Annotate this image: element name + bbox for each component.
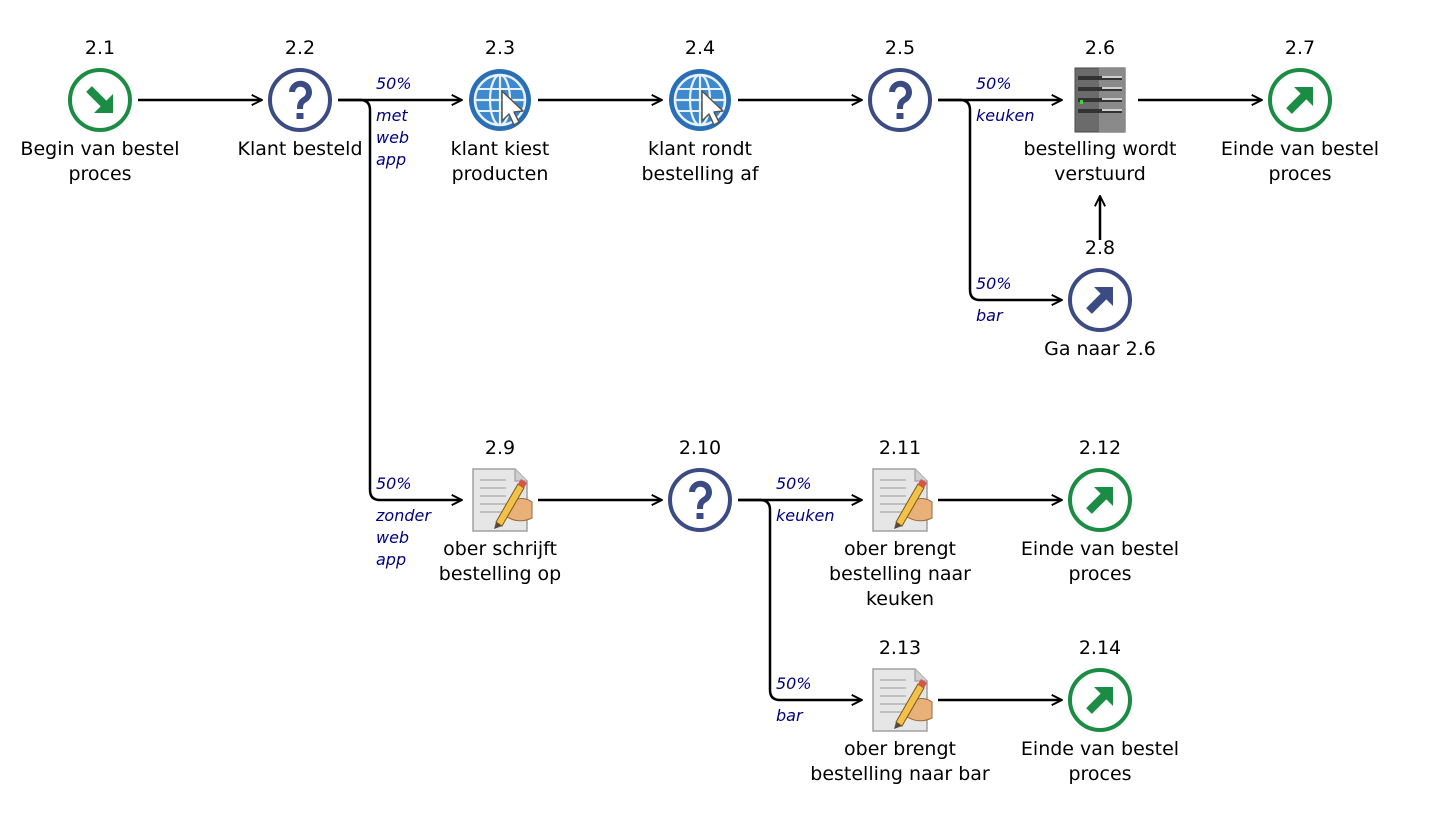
node-number: 2.11 xyxy=(879,437,921,459)
node-label-line: Einde van bestel xyxy=(1221,138,1379,160)
node-2-4: 2.4 klant rondt bestelling af xyxy=(641,37,759,185)
edge-label-line: app xyxy=(376,150,406,169)
question-icon xyxy=(868,68,932,132)
node-2-3: 2.3 klant kiest producten xyxy=(451,37,550,185)
node-label-line: klant rondt xyxy=(648,138,752,160)
node-label-line: bestelling op xyxy=(439,563,561,585)
document-pen-icon xyxy=(872,668,933,732)
node-number: 2.6 xyxy=(1085,37,1115,59)
end-arrow-icon xyxy=(1268,68,1332,132)
start-arrow-icon xyxy=(68,68,132,132)
node-2-13: 2.13 ober brengt bestelling naar bar xyxy=(810,637,990,785)
edge-label-line: 50% xyxy=(776,674,812,693)
edge-label-line: met xyxy=(376,106,408,125)
node-number: 2.5 xyxy=(885,37,915,59)
node-label-line: Einde van bestel xyxy=(1021,738,1179,760)
edge-label-line: app xyxy=(376,550,406,569)
node-label-line: keuken xyxy=(866,588,934,610)
globe-cursor-icon xyxy=(469,69,531,131)
node-label-line: verstuurd xyxy=(1054,163,1146,185)
edge-label-line: 50% xyxy=(376,474,412,493)
node-label-line: bestelling wordt xyxy=(1024,138,1177,160)
question-icon xyxy=(668,468,732,532)
node-label-line: Einde van bestel xyxy=(1021,538,1179,560)
question-icon xyxy=(268,68,332,132)
node-number: 2.2 xyxy=(285,37,315,59)
edge-label-line: keuken xyxy=(976,106,1035,125)
node-2-8: 2.8 Ga naar 2.6 xyxy=(1044,237,1156,360)
node-number: 2.7 xyxy=(1285,37,1315,59)
node-label-line: ober brengt xyxy=(844,538,956,560)
edge-2-10-to-2-11: 50% keuken xyxy=(738,474,862,525)
node-label-line: ober brengt xyxy=(844,738,956,760)
node-label-line: proces xyxy=(1268,163,1331,185)
node-2-10: 2.10 xyxy=(668,437,732,532)
node-number: 2.3 xyxy=(485,37,515,59)
node-number: 2.13 xyxy=(879,637,921,659)
node-number: 2.4 xyxy=(685,37,715,59)
edge-2-2-to-2-9: 50% zonder web app xyxy=(338,98,462,569)
node-2-11: 2.11 ober brengt bestelling naar keuken xyxy=(829,437,971,610)
node-label-line: Ga naar 2.6 xyxy=(1044,338,1156,360)
node-label-line: bestelling af xyxy=(641,163,759,185)
node-label-line: bestelling naar xyxy=(829,563,971,585)
node-label-line: proces xyxy=(68,163,131,185)
node-2-5: 2.5 xyxy=(868,37,932,132)
edge-label-line: bar xyxy=(976,306,1004,325)
edge-2-5-to-2-8: 50% bar xyxy=(938,98,1062,325)
edge-label-line: keuken xyxy=(776,506,835,525)
edge-label-line: 50% xyxy=(376,74,412,93)
node-number: 2.10 xyxy=(679,437,721,459)
node-number: 2.14 xyxy=(1079,637,1121,659)
node-label-line: Klant besteld xyxy=(237,138,362,160)
node-2-9: 2.9 ober schrijft bestelling op xyxy=(439,437,561,585)
edge-label-line: bar xyxy=(776,706,804,725)
node-label-line: klant kiest xyxy=(451,138,550,160)
edge-2-10-to-2-13: 50% bar xyxy=(738,498,862,725)
node-2-6: 2.6 bestelling wordt verstuurd xyxy=(1024,37,1177,185)
edge-label-line: 50% xyxy=(776,474,812,493)
goto-arrow-icon xyxy=(1068,268,1132,332)
edge-label-line: web xyxy=(376,528,409,547)
node-label-line: proces xyxy=(1068,763,1131,785)
node-number: 2.8 xyxy=(1085,237,1115,259)
globe-cursor-icon xyxy=(669,69,731,131)
flow-arrow xyxy=(938,98,1062,300)
server-icon xyxy=(1074,67,1126,133)
node-label-line: proces xyxy=(1068,563,1131,585)
node-label-line: producten xyxy=(452,163,549,185)
node-label-line: Begin van bestel xyxy=(20,138,179,160)
document-pen-icon xyxy=(872,468,933,532)
edge-label-line: 50% xyxy=(976,274,1012,293)
edge-label-line: zonder xyxy=(375,506,432,525)
end-arrow-icon xyxy=(1068,668,1132,732)
flow-arrow xyxy=(738,498,862,700)
document-pen-icon xyxy=(472,468,533,532)
node-label-line: bestelling naar bar xyxy=(810,763,990,785)
edge-label-line: 50% xyxy=(976,74,1012,93)
flow-arrow xyxy=(338,98,462,500)
node-label-line: ober schrijft xyxy=(443,538,557,560)
node-number: 2.9 xyxy=(485,437,515,459)
node-number: 2.1 xyxy=(85,37,115,59)
end-arrow-icon xyxy=(1068,468,1132,532)
edge-label-line: web xyxy=(376,128,409,147)
node-number: 2.12 xyxy=(1079,437,1121,459)
